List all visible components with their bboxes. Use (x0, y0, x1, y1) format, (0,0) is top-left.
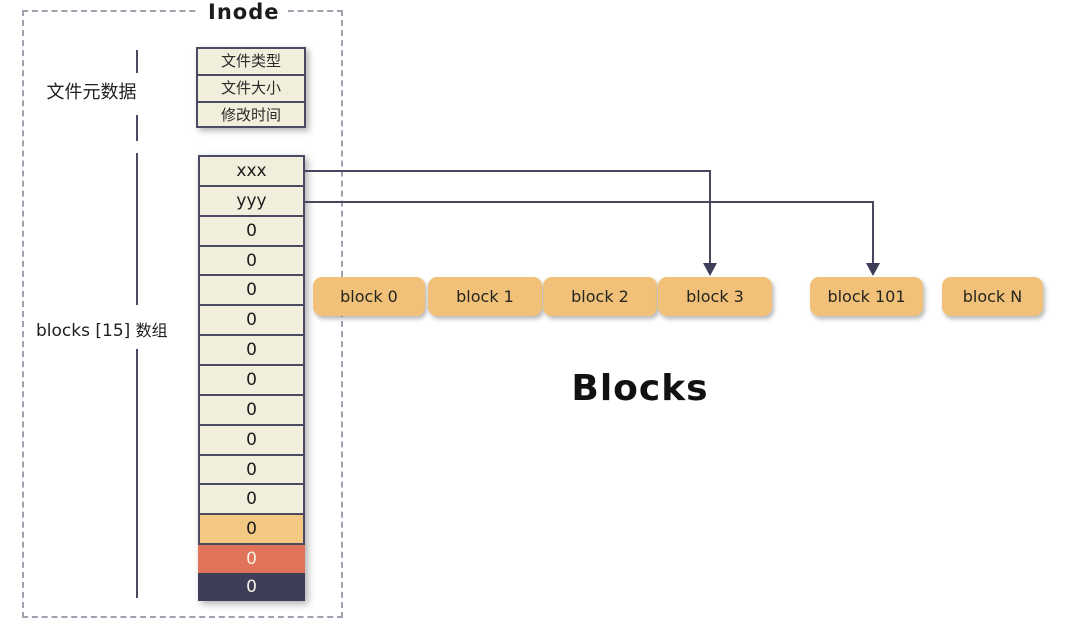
block-1: block 1 (428, 277, 542, 316)
metadata-brace-bottom (136, 115, 138, 141)
block-3: block 3 (658, 277, 772, 316)
arrowhead-block101 (866, 263, 880, 276)
block-2: block 2 (543, 277, 657, 316)
array-cell: 0 (198, 214, 305, 245)
array-cell-navy: 0 (198, 573, 305, 601)
array-cell: 0 (198, 244, 305, 275)
array-cell-salmon: 0 (198, 545, 305, 574)
array-brace-top (136, 153, 138, 305)
array-brace-bottom (136, 349, 138, 598)
block-0: block 0 (313, 277, 425, 316)
blocks-array-label: blocks [15] 数组 (36, 317, 198, 341)
array-cell: 0 (198, 453, 305, 484)
array-cell-yyy: yyy (198, 184, 305, 215)
metadata-cell-file-size: 文件大小 (196, 74, 306, 101)
metadata-brace-top (136, 50, 138, 73)
arrow-yyy-to-block101 (305, 201, 874, 264)
arrowhead-block3 (703, 263, 717, 276)
array-cell: 0 (198, 304, 305, 335)
inode-blocks-array-column: xxx yyy 0 0 0 0 0 0 0 0 0 0 0 0 0 (198, 155, 305, 601)
array-cell: 0 (198, 423, 305, 454)
metadata-label: 文件元数据 (46, 82, 137, 103)
blocks-array-label-en: blocks [15] (36, 321, 131, 341)
blocks-section-title: Blocks (571, 368, 709, 409)
array-cell: 0 (198, 393, 305, 424)
metadata-cell-mod-time: 修改时间 (196, 101, 306, 128)
block-101: block 101 (810, 277, 923, 316)
arrow-xxx-to-block3 (305, 170, 711, 264)
inode-title: Inode (199, 0, 289, 24)
array-cell-xxx: xxx (198, 155, 305, 185)
block-n: block N (942, 277, 1043, 316)
metadata-cell-file-type: 文件类型 (196, 47, 306, 74)
array-cell: 0 (198, 334, 305, 365)
array-cell: 0 (198, 364, 305, 394)
array-cell-orange: 0 (198, 513, 305, 546)
metadata-cell-stack: 文件类型 文件大小 修改时间 (196, 47, 306, 128)
array-cell: 0 (198, 274, 305, 305)
blocks-array-label-zh: 数组 (135, 321, 168, 340)
array-cell: 0 (198, 483, 305, 514)
